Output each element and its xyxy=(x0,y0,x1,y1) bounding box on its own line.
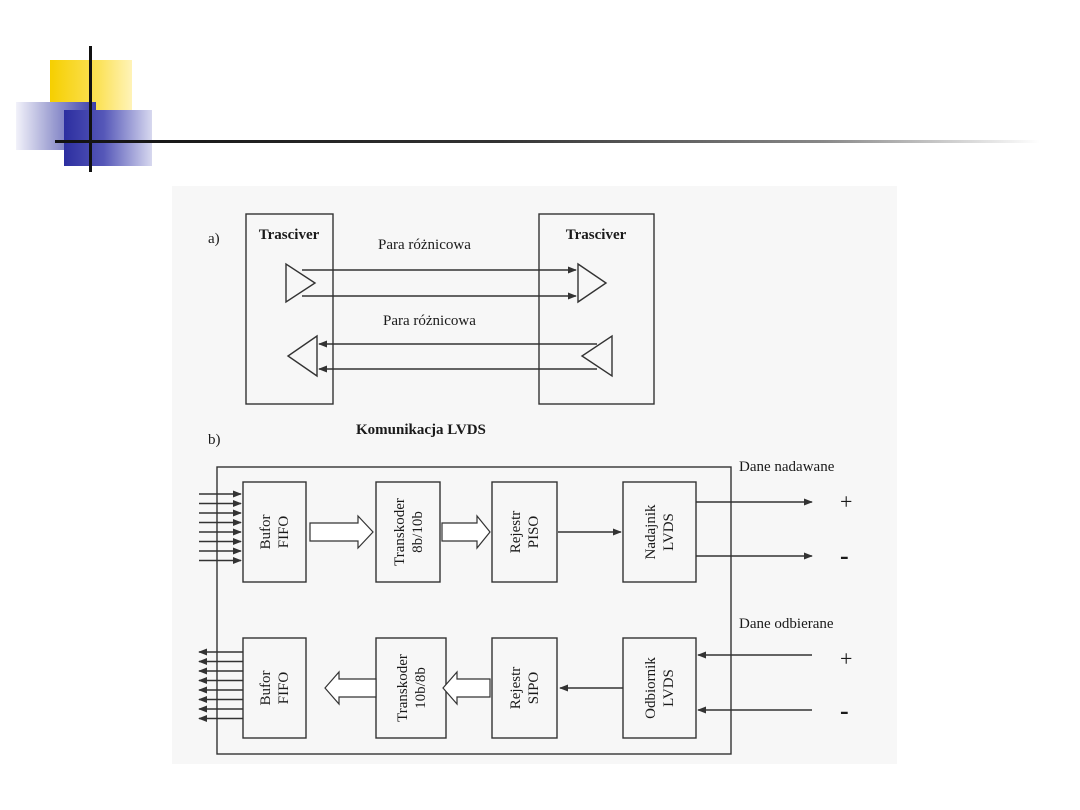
tx-transcoder-label: Transkoder 8b/10b xyxy=(392,498,426,566)
tx-minus: - xyxy=(840,541,849,570)
left-transceiver-title: Trasciver xyxy=(259,227,320,243)
svg-text:LVDS: LVDS xyxy=(661,669,677,707)
driver-triangle xyxy=(285,262,317,304)
receiver-triangle xyxy=(577,262,608,304)
rx-transcoder-label: Transkoder 10b/8b xyxy=(395,654,429,722)
title-rule xyxy=(55,140,1040,143)
svg-text:Odbiornik: Odbiornik xyxy=(643,657,659,719)
part-a-caption: Komunikacja LVDS xyxy=(356,422,486,438)
part-a-marker: a) xyxy=(208,231,220,247)
svg-text:Nadajnik: Nadajnik xyxy=(643,504,659,559)
driver-triangle-right xyxy=(580,334,613,378)
svg-text:Bufor: Bufor xyxy=(258,671,274,706)
right-transceiver-box xyxy=(538,213,655,405)
tx-input-bus xyxy=(199,490,242,565)
tx-piso-label: Rejestr PISO xyxy=(508,511,542,554)
svg-text:Transkoder: Transkoder xyxy=(395,654,411,722)
lvds-diagram: a) Trasciver Trasciver Para różnicowa Pa… xyxy=(172,186,897,764)
rx-plus: + xyxy=(840,646,852,671)
chip-outline xyxy=(216,466,732,755)
rx-transcoder-block xyxy=(375,637,447,739)
tx-hollow-arrow-2 xyxy=(441,514,491,550)
svg-text:Rejestr: Rejestr xyxy=(508,667,524,710)
svg-text:Bufor: Bufor xyxy=(258,515,274,550)
rx-lvds-receiver-block xyxy=(622,637,697,739)
tx-lvds-driver-block xyxy=(622,481,697,583)
tx-lvds-label: Nadajnik LVDS xyxy=(643,504,677,559)
decor-blue-square-right xyxy=(64,110,152,166)
rx-fifo-label: Bufor FIFO xyxy=(258,671,292,706)
svg-text:FIFO: FIFO xyxy=(276,672,292,705)
pair-label-top: Para różnicowa xyxy=(378,237,471,253)
svg-text:Transkoder: Transkoder xyxy=(392,498,408,566)
rx-sipo-block xyxy=(491,637,558,739)
decor-vertical-line xyxy=(89,46,92,172)
tx-data-label: Dane nadawane xyxy=(739,459,835,475)
svg-text:Rejestr: Rejestr xyxy=(508,511,524,554)
svg-text:PISO: PISO xyxy=(526,516,542,549)
svg-text:FIFO: FIFO xyxy=(276,516,292,549)
svg-text:SIPO: SIPO xyxy=(526,672,542,705)
tx-transcoder-block xyxy=(375,481,441,583)
right-transceiver-title: Trasciver xyxy=(566,227,627,243)
rx-hollow-arrow-1 xyxy=(324,670,377,706)
tx-plus: + xyxy=(840,489,852,514)
pair-label-bottom: Para różnicowa xyxy=(383,313,476,329)
svg-text:10b/8b: 10b/8b xyxy=(413,667,429,709)
rx-minus: - xyxy=(840,696,849,725)
left-transceiver-box xyxy=(245,213,334,405)
part-b-marker: b) xyxy=(208,432,221,448)
receiver-triangle-left xyxy=(286,334,318,378)
rx-data-label: Dane odbierane xyxy=(739,616,834,632)
rx-lvds-label: Odbiornik LVDS xyxy=(643,657,677,719)
svg-text:LVDS: LVDS xyxy=(661,513,677,551)
rx-hollow-arrow-2 xyxy=(442,670,491,706)
tx-fifo-block xyxy=(242,481,307,583)
rx-output-bus xyxy=(198,648,243,723)
tx-hollow-arrow-1 xyxy=(309,514,374,550)
rx-fifo-block xyxy=(242,637,307,739)
tx-piso-block xyxy=(491,481,558,583)
rx-sipo-label: Rejestr SIPO xyxy=(508,667,542,710)
tx-fifo-label: Bufor FIFO xyxy=(258,515,292,550)
svg-text:8b/10b: 8b/10b xyxy=(410,511,426,553)
